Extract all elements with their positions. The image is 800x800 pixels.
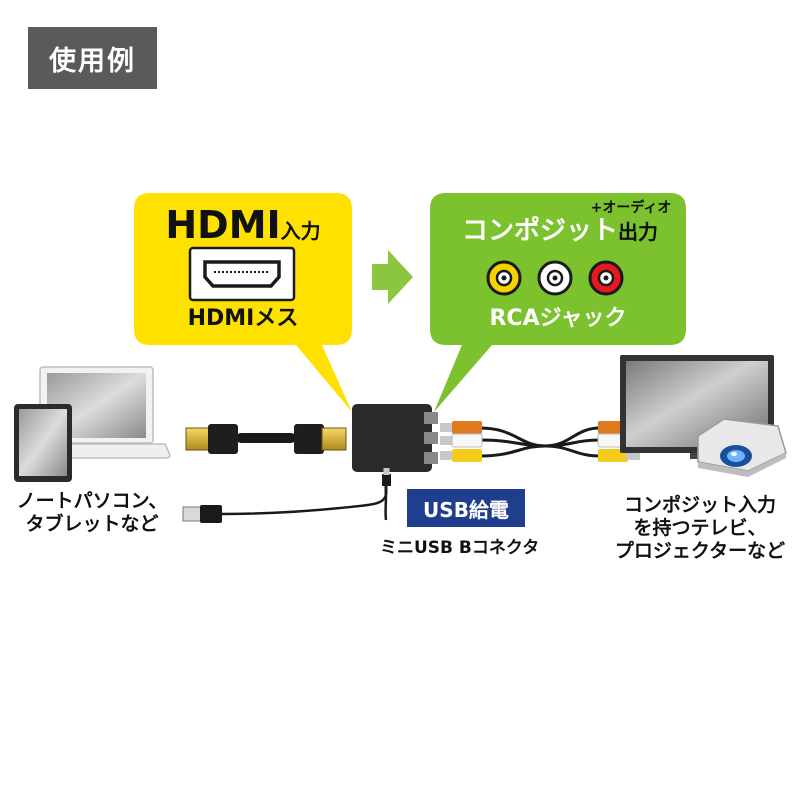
source-label-line2: タブレットなど: [25, 513, 159, 536]
rca-jack-icon: [588, 260, 624, 296]
hdmi-input-bubble: [134, 193, 352, 412]
page-title: 使用例: [28, 27, 157, 89]
hdmi-heading-sub: 入力: [280, 219, 321, 243]
composite-heading-sub: 出力: [618, 220, 658, 244]
destination-device-label: コンポジット入力 を持つテレビ、 プロジェクターなど: [600, 494, 800, 564]
tablet-icon: [14, 404, 72, 482]
hdmi-cable-icon: [185, 424, 347, 454]
usb-power-badge: USB給電: [407, 489, 525, 527]
source-label-line1: ノートパソコン、: [16, 490, 168, 512]
dest-label-line2: を持つテレビ、: [633, 517, 767, 540]
rca-jack-label: RCAジャック: [489, 306, 627, 331]
hdmi-connector-label: HDMIメス: [187, 306, 299, 331]
rca-jack-icon: [537, 260, 573, 296]
projector-icon: [697, 418, 787, 477]
composite-heading-extra: +オーディオ: [590, 200, 672, 216]
converter-box-icon: [352, 404, 438, 472]
arrow-right-icon: [372, 250, 413, 304]
hdmi-heading-main: HDMI: [165, 203, 281, 247]
hdmi-input-heading: HDMI入力: [134, 202, 352, 248]
dest-label-line3: プロジェクターなど: [614, 540, 786, 563]
hdmi-port-icon: [188, 246, 296, 302]
dest-label-line1: コンポジット入力: [623, 494, 776, 516]
rca-cable-icon: [440, 421, 640, 462]
composite-heading-main: コンポジット: [461, 216, 618, 246]
composite-output-bubble: [430, 193, 686, 412]
composite-output-heading: コンポジット出力: [440, 216, 680, 248]
rca-jack-icon: [486, 260, 522, 296]
usb-cable-icon: [182, 468, 391, 523]
source-device-label: ノートパソコン、 タブレットなど: [0, 490, 184, 536]
mini-usb-label: ミニUSB Bコネクタ: [380, 538, 540, 558]
